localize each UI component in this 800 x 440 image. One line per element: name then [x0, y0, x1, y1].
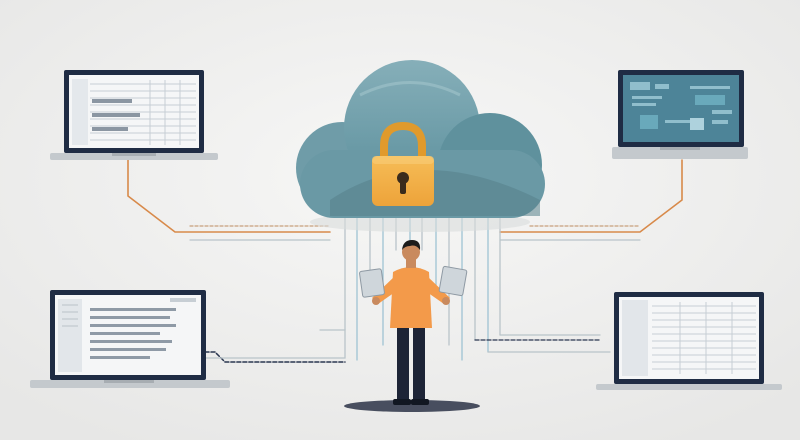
document-screen — [58, 298, 196, 372]
dashboard-screen — [630, 82, 732, 130]
spreadsheet-screen — [72, 79, 196, 145]
laptop-top-right — [612, 70, 748, 159]
laptop-top-left — [50, 70, 218, 160]
laptop-bottom-left — [30, 290, 230, 388]
tablet-right-icon — [438, 265, 468, 297]
person-icon — [344, 240, 480, 412]
padlock-icon — [372, 121, 434, 206]
table-screen — [622, 300, 756, 376]
tablet-left-icon — [359, 268, 385, 298]
monitor-bottom-right — [596, 292, 782, 390]
